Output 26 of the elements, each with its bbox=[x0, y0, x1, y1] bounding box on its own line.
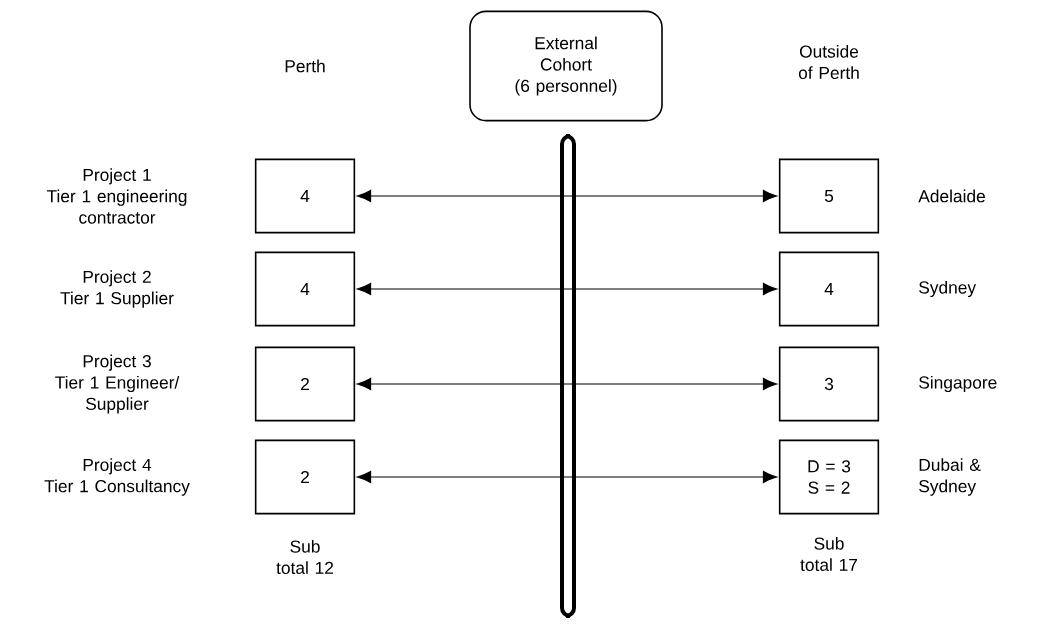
city-label: Adelaide bbox=[918, 189, 985, 203]
column-label: Sub total 17 bbox=[800, 536, 858, 571]
rounded-box: External Cohort (6 personnel) bbox=[469, 10, 663, 122]
count-box: 4 bbox=[254, 251, 356, 327]
city-label: Singapore bbox=[919, 375, 997, 393]
count-box: 2 bbox=[254, 346, 356, 422]
count-box: 5 bbox=[778, 158, 880, 234]
count-box: 4 bbox=[254, 158, 356, 234]
count-box: 4 bbox=[778, 251, 880, 327]
column-label: Sub total 12 bbox=[276, 539, 334, 574]
vertical-bar bbox=[560, 134, 576, 618]
double-arrow bbox=[356, 377, 778, 391]
project-label: Project 2 Tier 1 Supplier bbox=[60, 270, 174, 308]
project-label: Project 1 Tier 1 engineering contractor bbox=[46, 168, 187, 224]
city-label: Dubai & Sydney bbox=[919, 458, 981, 496]
column-label: Perth bbox=[285, 59, 325, 73]
double-arrow bbox=[356, 470, 778, 484]
project-label: Project 4 Tier 1 Consultancy bbox=[44, 458, 190, 496]
count-box: D = 3 S = 2 bbox=[778, 439, 880, 515]
count-box: 2 bbox=[254, 439, 356, 515]
project-label: Project 3 Tier 1 Engineer/ Supplier bbox=[55, 354, 180, 414]
column-label: Outside of Perth bbox=[798, 44, 859, 80]
double-arrow bbox=[356, 189, 778, 203]
double-arrow bbox=[356, 282, 778, 296]
city-label: Sydney bbox=[919, 280, 977, 298]
count-box: 3 bbox=[778, 346, 880, 422]
